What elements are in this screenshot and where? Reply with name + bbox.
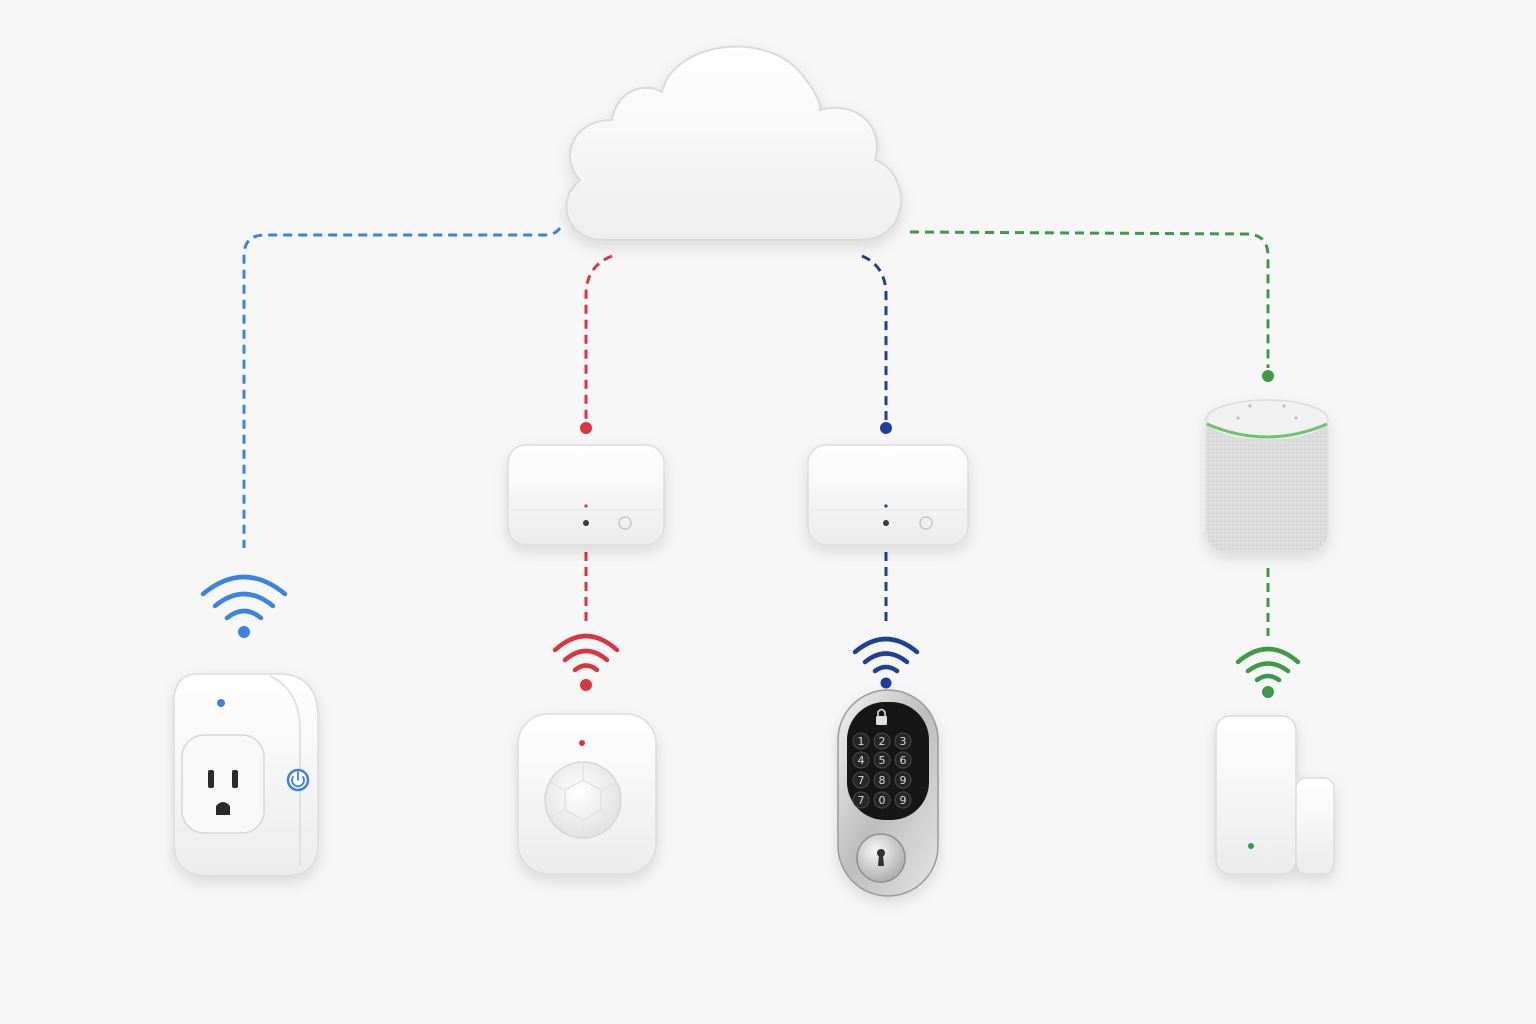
keypad-key-label: 7 <box>858 774 865 787</box>
keypad-key-label: 1 <box>858 735 865 748</box>
keypad-key: 5 <box>873 751 891 769</box>
zigbee-link-upper <box>584 254 613 422</box>
wifi-link <box>242 227 562 548</box>
hub-icon <box>807 444 969 546</box>
keypad-key: 2 <box>873 732 891 750</box>
smart-plug-icon <box>173 673 319 877</box>
wifi-signal-icon-navy <box>852 636 920 689</box>
motion-sensor-icon <box>517 713 657 875</box>
keypad-key-label: 5 <box>879 754 886 767</box>
keypad-key: 7 <box>852 791 870 809</box>
keypad-key-label: 9 <box>900 774 907 787</box>
keyhole-icon <box>877 849 885 866</box>
cloud-icon <box>565 45 902 241</box>
keypad-key: 3 <box>894 732 912 750</box>
smart-speaker-icon <box>1205 399 1329 552</box>
keypad: 1 2 3 4 5 6 7 8 9 7 0 9 <box>852 732 912 809</box>
endpoint-dots <box>580 370 1274 434</box>
keypad-key-label: 2 <box>879 735 886 748</box>
keypad-key-label: 8 <box>879 774 886 787</box>
keypad-key: 9 <box>894 791 912 809</box>
wifi-signal-icon-red <box>552 633 620 691</box>
keypad-key: 4 <box>852 751 870 769</box>
zwave-link-upper <box>861 254 888 422</box>
keypad-key: 0 <box>873 791 891 809</box>
hub-icon <box>507 444 665 546</box>
keypad-key: 8 <box>873 771 891 789</box>
keypad-key: 7 <box>852 771 870 789</box>
keypad-key-label: 4 <box>858 754 865 767</box>
wifi-signal-icon-blue <box>200 574 288 638</box>
keypad-key: 6 <box>894 751 912 769</box>
zwave-hub-dot <box>880 422 892 434</box>
keypad-key-label: 0 <box>879 794 886 807</box>
keypad-key-label: 7 <box>858 794 865 807</box>
door-sensor-icon <box>1215 715 1335 875</box>
keypad-key: 1 <box>852 732 870 750</box>
keypad-key-label: 6 <box>900 754 907 767</box>
matter-speaker-dot <box>1262 370 1274 382</box>
matter-link-upper <box>909 230 1270 368</box>
zigbee-hub-dot <box>580 422 592 434</box>
keypad-key-label: 3 <box>900 735 907 748</box>
keypad-key: 9 <box>894 771 912 789</box>
connections <box>242 227 1270 636</box>
lock-glyph-icon <box>876 708 887 725</box>
smart-lock-icon: 1 2 3 4 5 6 7 8 9 7 0 9 <box>837 689 939 897</box>
wifi-signal-icon-green <box>1235 646 1301 698</box>
keypad-key-label: 9 <box>900 794 907 807</box>
